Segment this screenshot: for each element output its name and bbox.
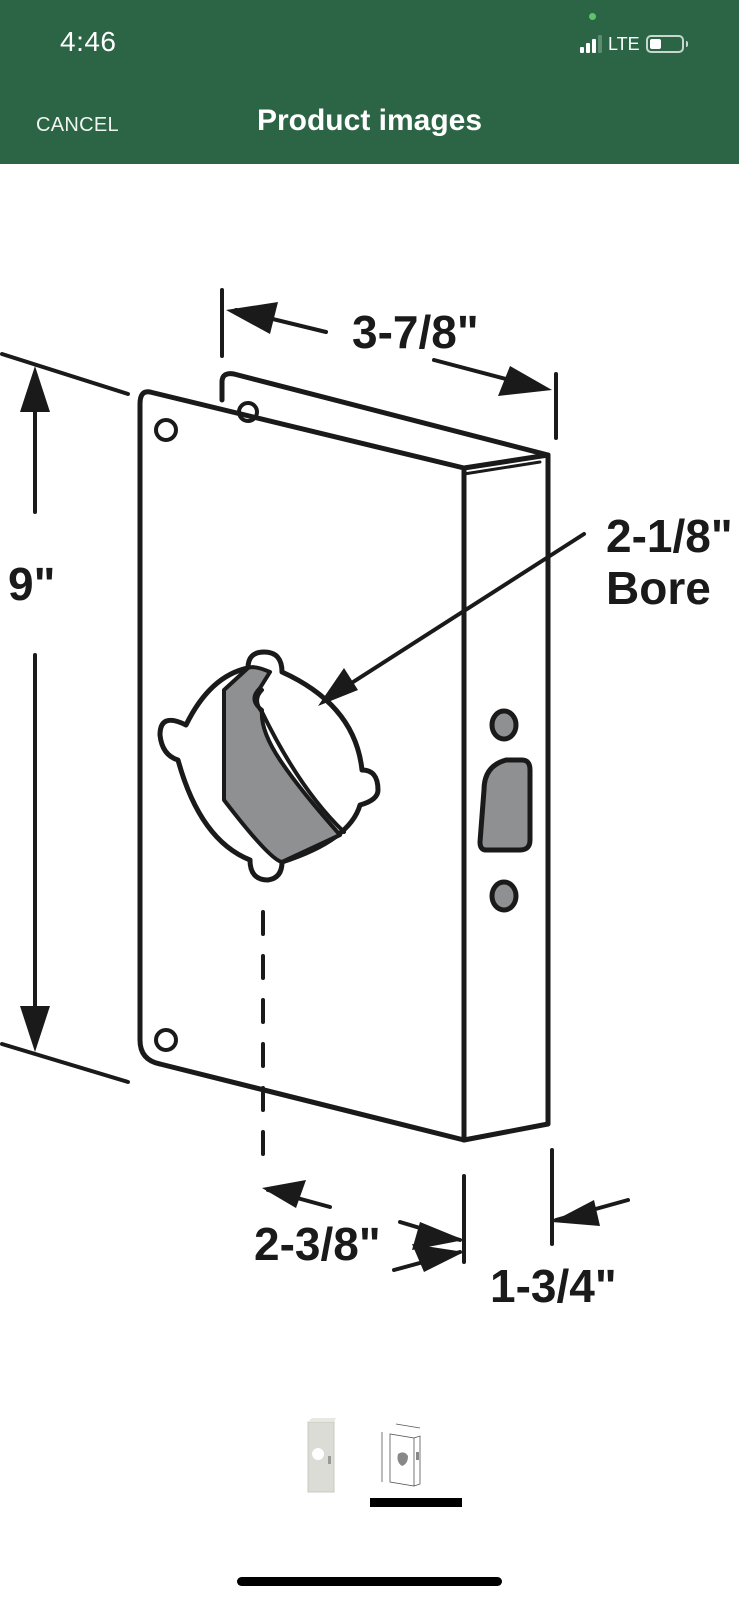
door-reinforcer-diagram: 3-7/8" 9" 2-1/8" Bore 2-3/8" 1-3/4" <box>0 288 733 1312</box>
thickness-dimension-label: 1-3/4" <box>490 1260 617 1312</box>
bore-size-label: 2-1/8" <box>606 510 733 562</box>
product-photo-thumbnail[interactable] <box>290 1414 380 1494</box>
height-dimension-label: 9" <box>8 558 55 610</box>
app-header: 4:46 LTE CANCEL Product images <box>0 0 739 164</box>
width-dimension-label: 3-7/8" <box>352 306 479 358</box>
page-title: Product images <box>0 104 739 138</box>
backset-dimension-label: 2-3/8" <box>254 1218 381 1270</box>
thumbnail-strip <box>0 1400 739 1510</box>
cancel-button[interactable]: CANCEL <box>36 114 119 136</box>
camera-indicator-dot <box>589 13 596 20</box>
battery-tip <box>685 41 688 47</box>
bore-text-label: Bore <box>606 562 711 614</box>
product-image-viewer[interactable]: 3-7/8" 9" 2-1/8" Bore 2-3/8" 1-3/4" <box>0 164 739 1394</box>
page-title-text: Product images <box>256 104 483 137</box>
status-icons: LTE <box>580 32 688 56</box>
dimension-diagram-thumbnail[interactable] <box>372 1414 462 1494</box>
battery-icon <box>645 35 684 53</box>
status-time: 4:46 <box>60 26 117 57</box>
selected-thumbnail-indicator <box>370 1498 462 1507</box>
home-indicator[interactable] <box>237 1577 502 1586</box>
network-type: LTE <box>608 33 640 54</box>
signal-icon <box>580 35 602 53</box>
